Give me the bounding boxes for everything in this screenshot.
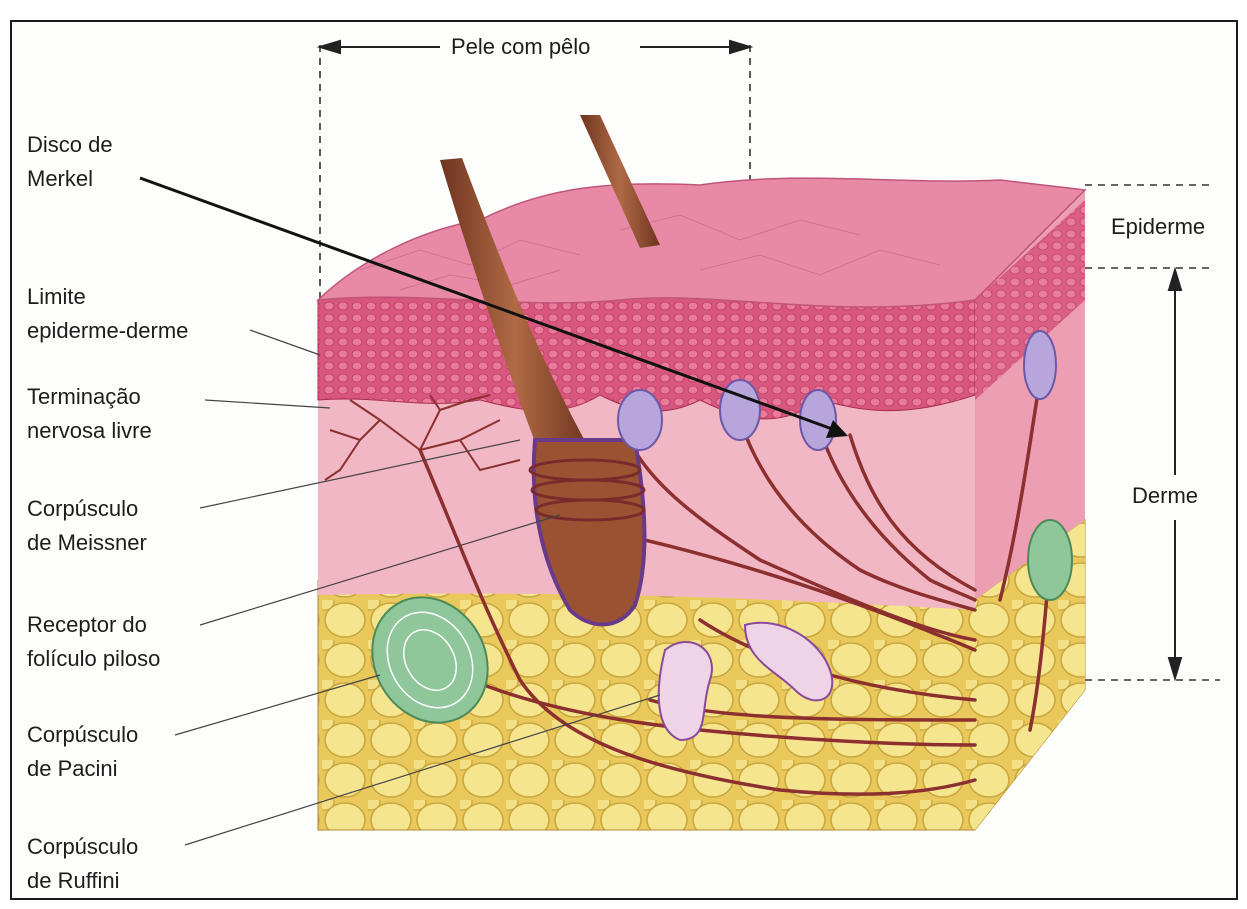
label-receptor-do-foliculo-piloso: Receptor do folículo piloso	[27, 608, 160, 676]
derme-dimension-arrow	[1169, 270, 1181, 678]
label-corpusculo-de-ruffini: Corpúsculo de Ruffini	[27, 830, 138, 898]
label-derme: Derme	[1128, 481, 1202, 511]
label-epiderme: Epiderme	[1107, 212, 1209, 242]
label-corpusculo-de-pacini: Corpúsculo de Pacini	[27, 718, 138, 786]
skin-surface-top	[318, 178, 1085, 307]
top-label-pele-com-pelo: Pele com pêlo	[445, 34, 596, 60]
label-disco-de-merkel: Disco de Merkel	[27, 128, 113, 196]
label-limite-epiderme-derme: Limite epiderme-derme	[27, 280, 188, 348]
label-corpusculo-de-meissner: Corpúsculo de Meissner	[27, 492, 147, 560]
label-terminacao-nervosa-livre: Terminação nervosa livre	[27, 380, 152, 448]
